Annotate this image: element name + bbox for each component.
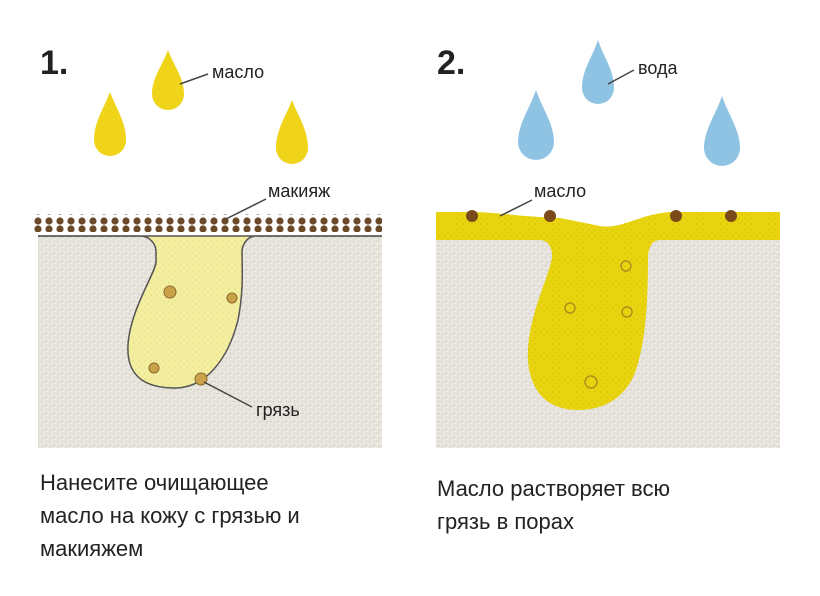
step-1-number: 1. <box>40 44 68 82</box>
dirt-particle <box>620 260 632 272</box>
label-dirt: грязь <box>256 400 300 420</box>
leader-line <box>499 199 533 217</box>
dirt-particle <box>148 362 160 374</box>
dirt-particle <box>621 306 633 318</box>
caption-line: макияжем <box>40 536 144 561</box>
dirt-particle <box>226 292 238 304</box>
makeup-particle <box>544 210 556 222</box>
oil-drop-icon <box>152 50 184 110</box>
leader-line <box>179 73 209 85</box>
water-drop-icon <box>704 96 740 166</box>
label-oil-film: масло <box>534 181 586 201</box>
makeup-particle <box>725 210 737 222</box>
caption-step-2: Масло растворяет всю грязь в порах <box>437 472 777 538</box>
leader-line <box>225 198 267 220</box>
panel-2: 2. вода масло <box>436 40 780 448</box>
caption-line: масло на кожу с грязью и <box>40 503 300 528</box>
label-water: вода <box>638 58 678 78</box>
caption-step-1: Нанесите очищающее масло на кожу с грязь… <box>40 466 380 565</box>
water-drop-icon <box>518 90 554 160</box>
water-drop-icon <box>582 40 614 104</box>
caption-line: грязь в порах <box>437 509 575 534</box>
step-2-number: 2. <box>437 44 465 82</box>
skin-layer <box>38 236 382 448</box>
pore-oil <box>127 235 257 389</box>
makeup-particle <box>670 210 682 222</box>
oil-drop-icon <box>276 100 308 164</box>
caption-line: Масло растворяет всю <box>437 476 670 501</box>
leader-line <box>607 69 635 85</box>
label-makeup: макияж <box>268 181 330 201</box>
dirt-particle <box>564 302 576 314</box>
caption-line: Нанесите очищающее <box>40 470 269 495</box>
makeup-layer <box>34 214 382 232</box>
leader-line <box>203 381 253 408</box>
oil-drop-icon <box>94 92 126 156</box>
oil-film <box>436 212 780 410</box>
dirt-particle <box>584 375 598 389</box>
panel-1: 1. масло макияж грязь <box>34 44 382 448</box>
makeup-particle <box>466 210 478 222</box>
label-oil: масло <box>212 62 264 82</box>
dirt-particle <box>163 285 177 299</box>
